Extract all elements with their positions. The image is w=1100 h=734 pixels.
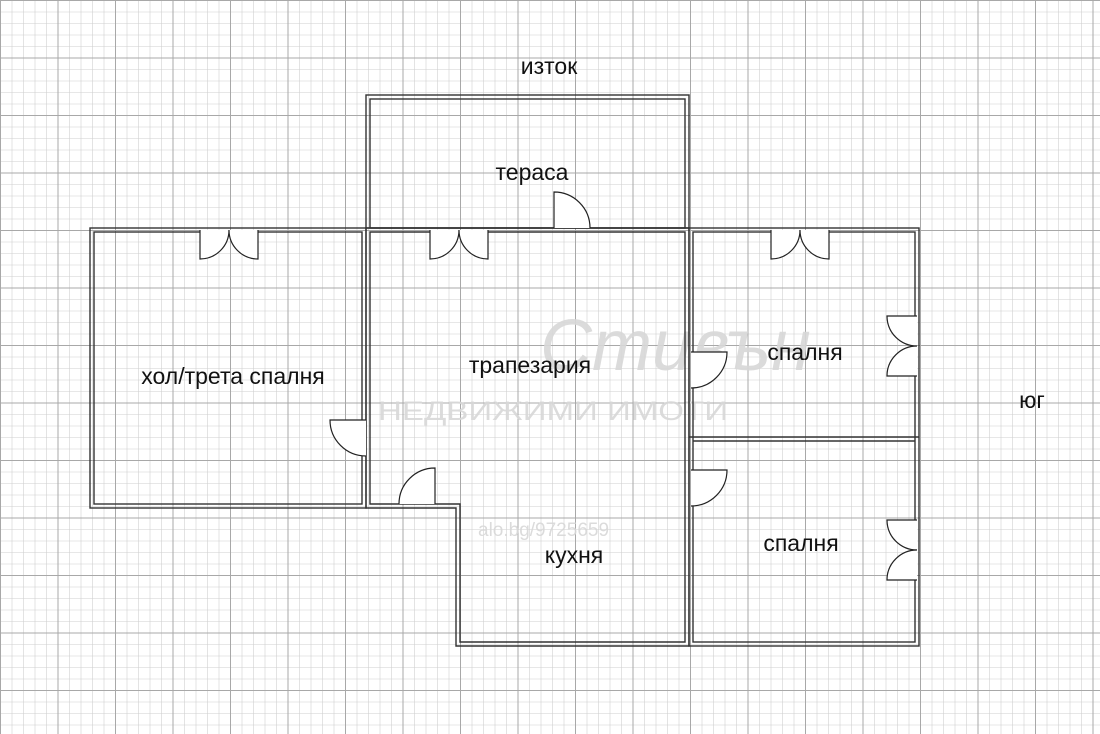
room-label-terrace: тераса	[496, 159, 569, 185]
direction-south-label: юг	[1019, 387, 1045, 413]
door-bedroom-top-icon	[690, 351, 728, 389]
door-bedroom-top-balcony-top	[886, 315, 918, 347]
door-dining-window-left	[429, 229, 460, 260]
door-hall-icon	[329, 419, 367, 457]
door-terrace-icon	[553, 191, 591, 229]
watermark-agency: НЕДВИЖИМИ ИМОТИ	[378, 396, 728, 426]
door-bedroom-window-left	[770, 229, 801, 260]
door-hall-window-right	[228, 229, 259, 260]
room-label-dining: трапезария	[469, 352, 591, 378]
room-label-kitchen: кухня	[545, 542, 603, 568]
wall-dining-kitchen-inner	[369, 231, 686, 643]
door-bedroom-window-right	[799, 229, 830, 260]
door-bedroom-top-balcony-bottom	[886, 345, 918, 377]
door-dining-window-right	[458, 229, 489, 260]
door-bedroom-bottom-balcony-top	[886, 519, 918, 551]
doors	[199, 191, 918, 581]
walls	[89, 94, 920, 647]
room-label-hall-bedroom: хол/трета спалня	[141, 363, 324, 389]
door-bedroom-bottom-balcony-bottom	[886, 549, 918, 581]
watermark: Стивън НЕДВИЖИМИ ИМОТИ alo.bg/9725659	[378, 306, 811, 541]
door-hall-window-left	[199, 229, 230, 260]
door-bedroom-bottom-icon	[690, 469, 728, 507]
door-kitchen-icon	[398, 467, 436, 505]
direction-east-label: изток	[521, 53, 578, 79]
watermark-logo-script: Стивън	[540, 306, 811, 386]
room-label-bedroom-top: спалня	[767, 339, 842, 365]
room-label-bedroom-bottom: спалня	[763, 530, 838, 556]
watermark-listing: alo.bg/9725659	[478, 520, 609, 541]
